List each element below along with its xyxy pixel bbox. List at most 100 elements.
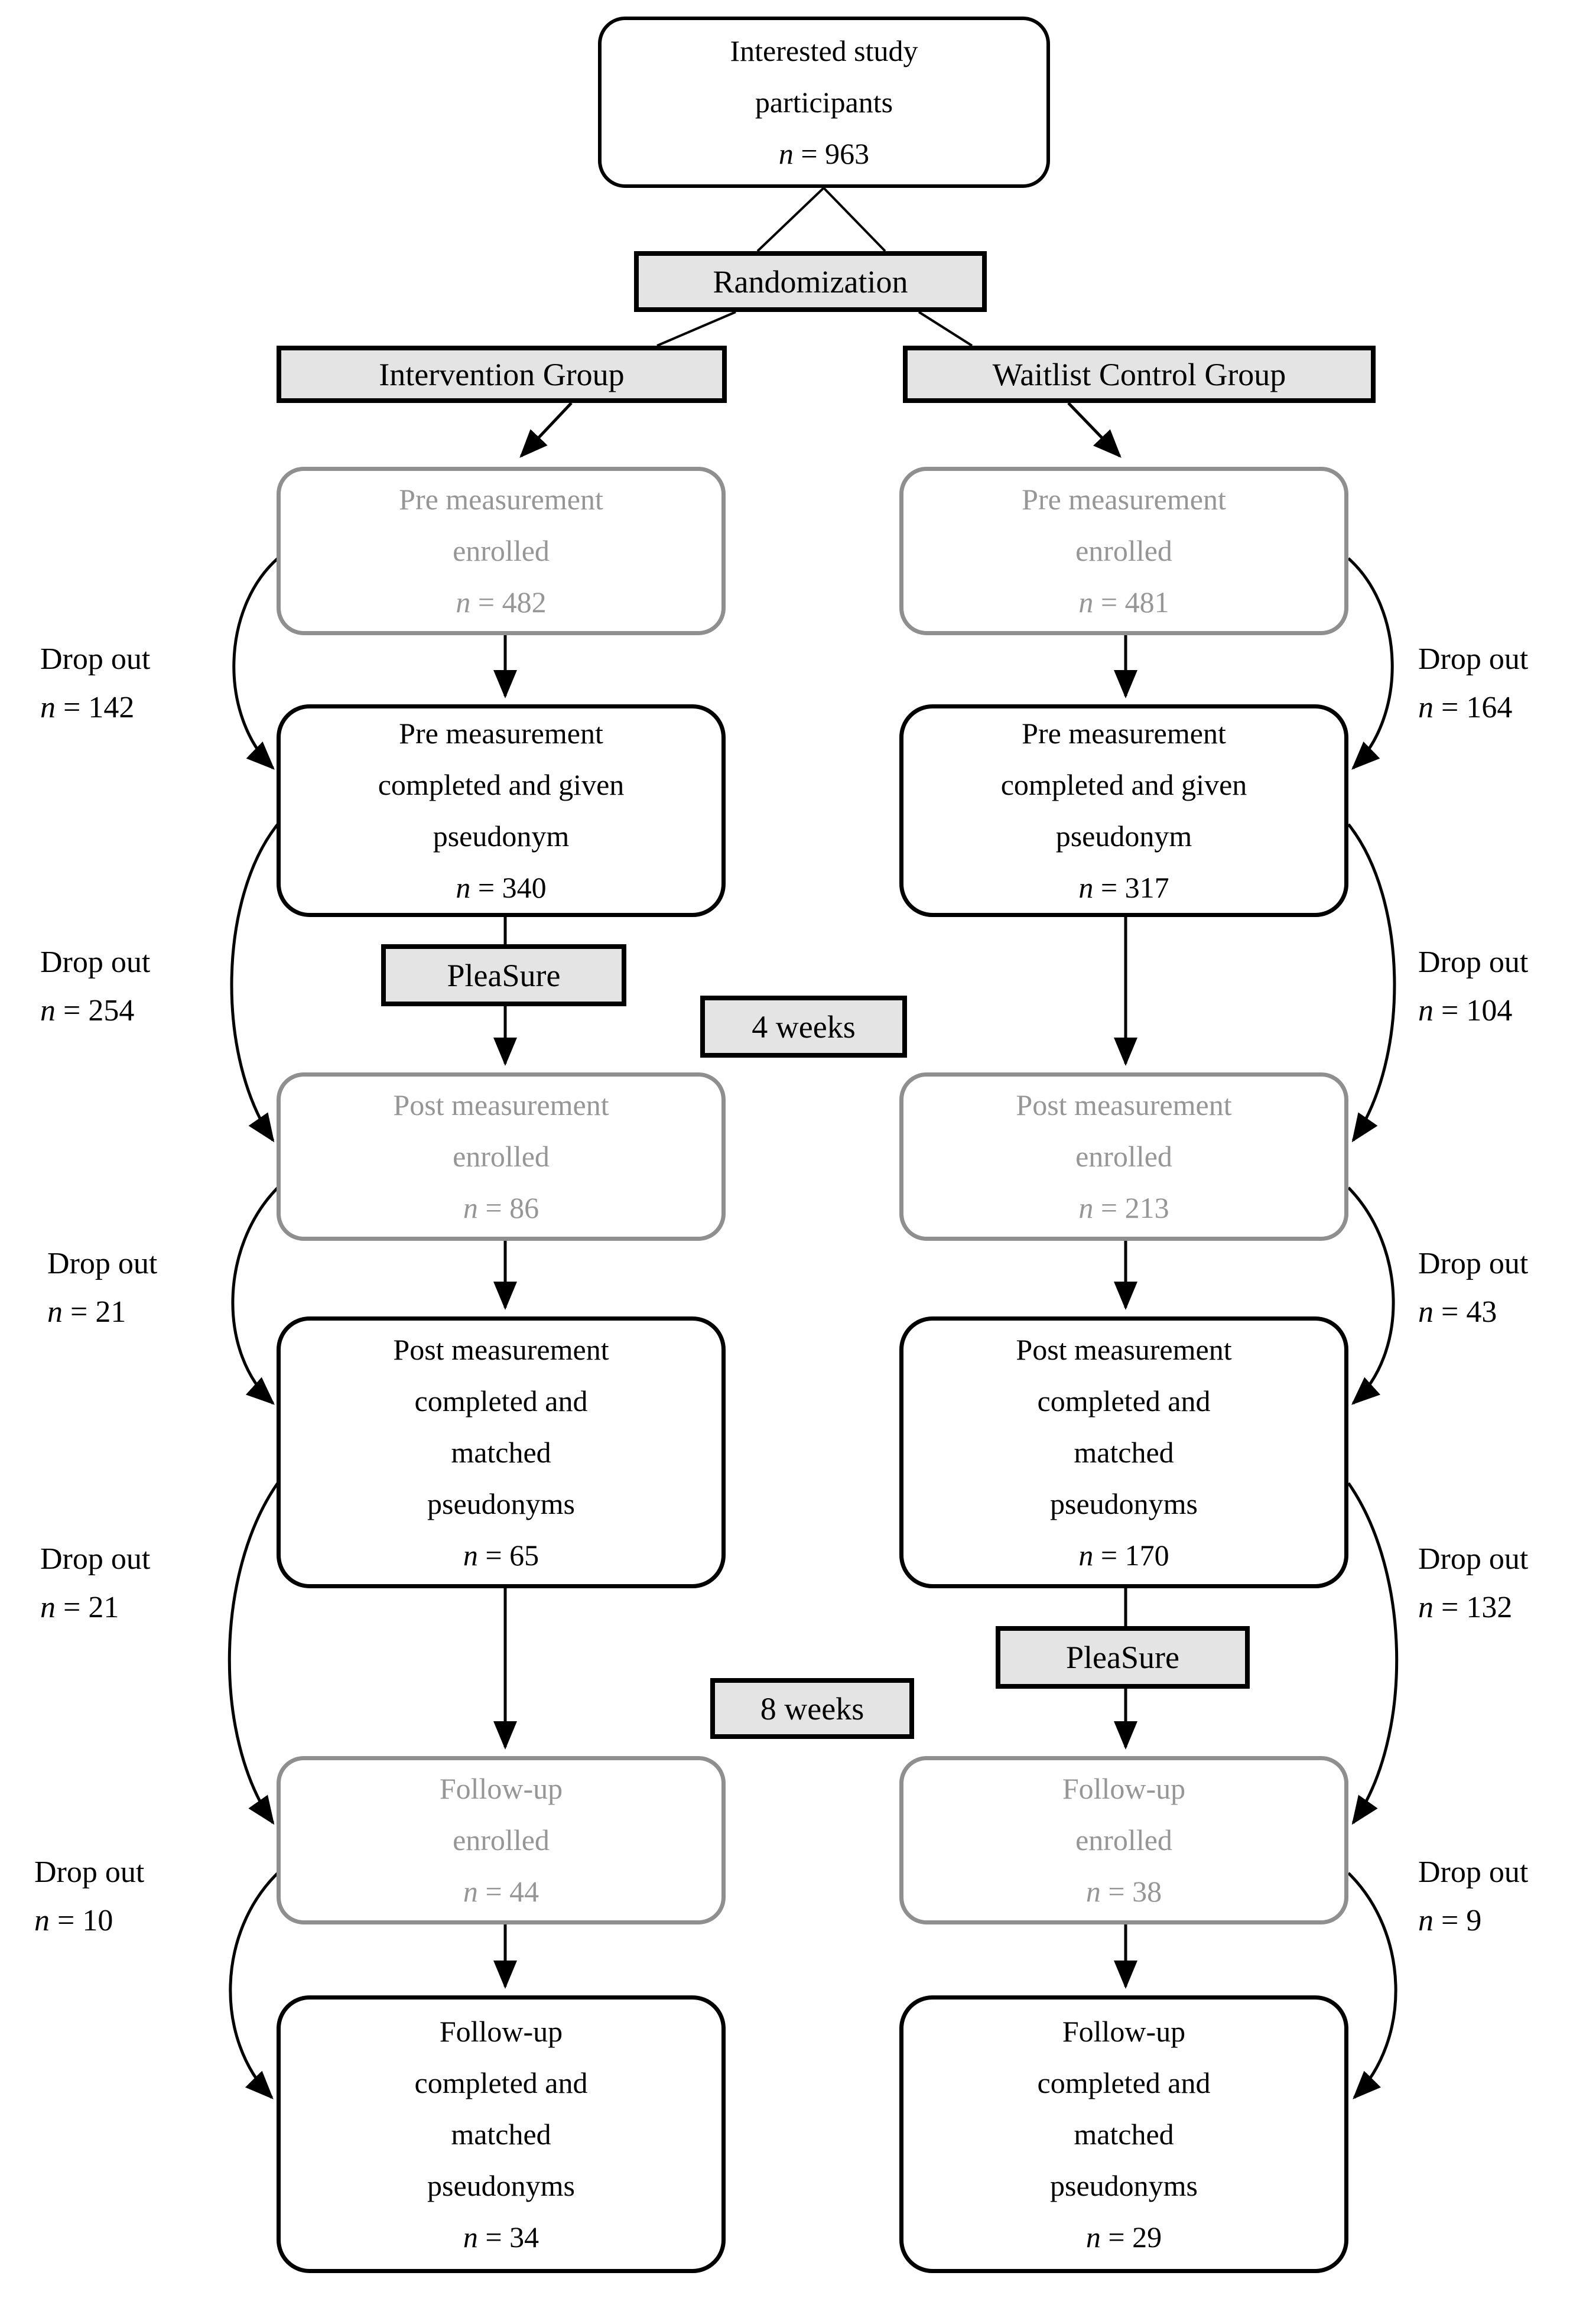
dropout-n: n = 21 [47,1295,126,1329]
dropout-label-int-4: Drop out n = 21 [40,1535,150,1632]
box-text: Waitlist Control Group [992,356,1286,392]
box-interested-participants: Interested study participants n = 963 [598,17,1050,188]
box-n-value: n = 44 [463,1875,539,1908]
box-text: Post measurement completed and matched p… [1016,1332,1232,1520]
dropout-curve-wait-2 [1347,823,1396,1143]
box-text: Follow-up enrolled [439,1772,563,1857]
box-wait-followup-enrolled: Follow-up enrolled n = 38 [899,1756,1348,1924]
dropout-text: Drop out [47,1247,158,1280]
dropout-text: Drop out [1418,642,1529,676]
box-n-value: n = 340 [456,871,547,904]
box-n-value: n = 86 [463,1191,539,1224]
dropout-n: n = 164 [1418,691,1513,724]
dropout-label-wait-5: Drop out n = 9 [1418,1848,1528,1945]
dropout-label-wait-2: Drop out n = 104 [1418,938,1528,1035]
box-text: Follow-up completed and matched pseudony… [1037,2014,1211,2202]
box-n-value: n = 213 [1078,1191,1169,1224]
box-text: Follow-up completed and matched pseudony… [414,2014,588,2202]
dropout-curve-int-4 [227,1482,279,1825]
dropout-n: n = 21 [40,1591,119,1624]
dropout-label-int-3: Drop out n = 21 [47,1240,157,1337]
box-text: Intervention Group [379,356,625,392]
box-4-weeks: 4 weeks [700,996,907,1058]
dropout-curve-wait-4 [1347,1482,1399,1825]
dropout-label-int-1: Drop out n = 142 [40,635,150,732]
dropout-curve-int-3 [231,1186,279,1405]
box-wait-post-enrolled: Post measurement enrolled n = 213 [899,1072,1348,1241]
dropout-curve-wait-3 [1347,1186,1395,1405]
box-wait-followup-completed: Follow-up completed and matched pseudony… [899,1995,1348,2273]
box-n-value: n = 170 [1078,1538,1169,1572]
dropout-n: n = 142 [40,691,135,724]
box-int-pre-completed: Pre measurement completed and given pseu… [277,704,726,917]
box-intervention-group-header: Intervention Group [277,346,727,403]
arrow-intervention-header [519,402,573,458]
dropout-label-wait-4: Drop out n = 132 [1418,1535,1528,1632]
box-wait-pre-enrolled: Pre measurement enrolled n = 481 [899,467,1348,635]
connector-rand-right [918,311,973,347]
box-n-value: n = 38 [1085,1875,1162,1908]
dropout-n: n = 43 [1418,1295,1497,1329]
dropout-n: n = 254 [40,994,135,1028]
box-text: Randomization [713,264,908,300]
dropout-curve-int-1 [232,557,279,770]
box-text: Pre measurement completed and given pseu… [1000,717,1247,853]
box-n-value: n = 482 [456,586,547,619]
box-wait-pleasure: PleaSure [996,1626,1250,1689]
box-text: Pre measurement completed and given pseu… [378,717,625,853]
dropout-label-int-2: Drop out n = 254 [40,938,150,1035]
box-n-value: n = 481 [1078,586,1169,619]
box-n-value: n = 65 [463,1538,539,1572]
box-int-followup-completed: Follow-up completed and matched pseudony… [277,1995,726,2273]
box-int-followup-enrolled: Follow-up enrolled n = 44 [277,1756,726,1924]
box-text: Post measurement enrolled [393,1088,609,1173]
dropout-text: Drop out [40,945,151,979]
box-text: Interested study participants [730,34,918,119]
dropout-text: Drop out [1418,1855,1529,1889]
box-text: PleaSure [1066,1640,1179,1675]
box-int-post-enrolled: Post measurement enrolled n = 86 [277,1072,726,1241]
box-text: 4 weeks [752,1009,856,1045]
box-waitlist-group-header: Waitlist Control Group [903,346,1376,403]
dropout-n: n = 9 [1418,1904,1482,1937]
dropout-label-int-5: Drop out n = 10 [34,1848,144,1945]
box-text: Post measurement enrolled [1016,1088,1232,1173]
dropout-label-wait-3: Drop out n = 43 [1418,1240,1528,1337]
dropout-label-wait-1: Drop out n = 164 [1418,635,1528,732]
box-text: Pre measurement enrolled [399,483,603,567]
dropout-text: Drop out [1418,945,1529,979]
dropout-text: Drop out [1418,1247,1529,1280]
box-int-pleasure: PleaSure [381,944,626,1006]
box-text: PleaSure [447,957,561,993]
box-text: Follow-up enrolled [1062,1772,1186,1857]
connector-top-left [756,187,825,252]
connector-top-right [823,187,886,252]
box-int-pre-enrolled: Pre measurement enrolled n = 482 [277,467,726,635]
box-wait-post-completed: Post measurement completed and matched p… [899,1316,1348,1588]
dropout-text: Drop out [1418,1542,1529,1576]
dropout-curve-int-2 [230,823,279,1143]
box-n-value: n = 317 [1078,871,1169,904]
box-int-post-completed: Post measurement completed and matched p… [277,1316,726,1588]
dropout-n: n = 10 [34,1904,113,1937]
connector-rand-left [656,311,736,347]
dropout-curve-wait-1 [1347,557,1394,770]
box-wait-pre-completed: Pre measurement completed and given pseu… [899,704,1348,917]
dropout-text: Drop out [34,1855,145,1889]
box-n-value: n = 29 [1085,2220,1162,2254]
dropout-curve-int-5 [229,1872,279,2099]
dropout-curve-wait-5 [1347,1872,1397,2099]
box-8-weeks: 8 weeks [710,1678,914,1739]
dropout-n: n = 104 [1418,994,1513,1028]
dropout-text: Drop out [40,1542,151,1576]
box-randomization: Randomization [634,251,987,312]
dropout-text: Drop out [40,642,151,676]
box-text: Pre measurement enrolled [1022,483,1226,567]
box-n-value: n = 963 [778,136,870,170]
box-text: 8 weeks [760,1690,864,1727]
dropout-n: n = 132 [1418,1591,1513,1624]
arrow-waitlist-header [1067,402,1122,458]
box-n-value: n = 34 [463,2220,539,2254]
